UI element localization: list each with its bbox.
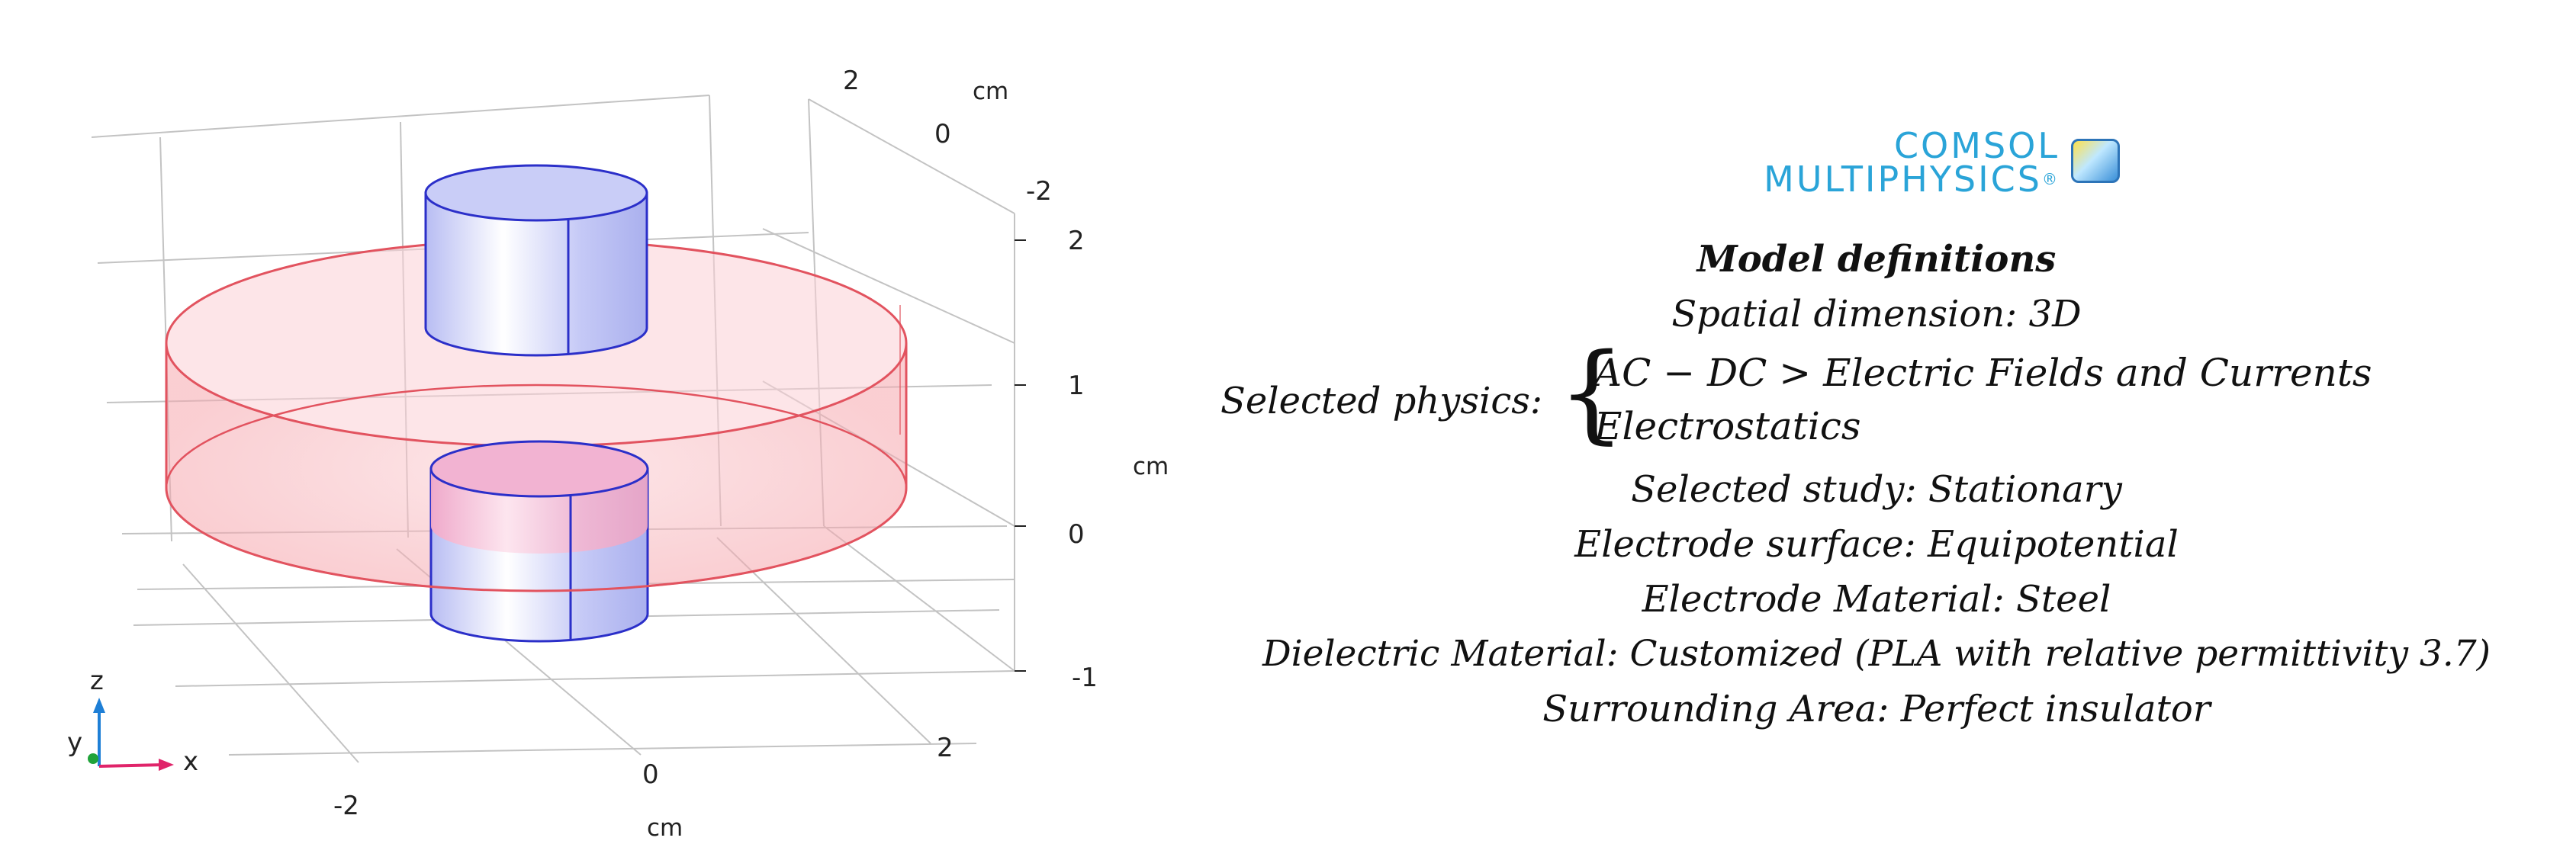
dielectric-front-edge (165, 487, 908, 592)
x-tick: -2 (333, 791, 359, 821)
y-tick: 0 (934, 119, 951, 149)
y-axis-labels: 2 0 -2 cm (843, 66, 1052, 207)
electrode-surface: Electrode surface: Equipotential (1574, 523, 2179, 566)
x-unit: cm (647, 814, 683, 842)
geometry-plot: 2 1 0 -1 cm 2 0 -2 cm -2 0 2 cm z y x (67, 66, 1169, 842)
x-tick: 0 (642, 759, 659, 790)
bottom-electrode (429, 440, 649, 643)
z-tick: 0 (1068, 519, 1085, 550)
z-axis-labels: 2 1 0 -1 cm (1015, 226, 1169, 693)
logo-line2: MULTIPHYSICS® (1648, 162, 2060, 197)
physics-label: Selected physics: (1220, 380, 1543, 422)
x-axis-labels: -2 0 2 cm (333, 733, 954, 842)
comsol-cube-icon (2071, 139, 2120, 183)
physics-item: Electrostatics (1594, 404, 1861, 448)
definitions-title: Model definitions (1696, 238, 2057, 281)
triad-y-label: y (67, 727, 82, 758)
logo-line2-text: MULTIPHYSICS (1764, 159, 2042, 200)
x-tick: 2 (937, 733, 954, 763)
logo-line1: COMSOL (1893, 125, 2060, 166)
spatial-dimension: Spatial dimension: 3D (1671, 293, 2082, 335)
triad-z-label: z (90, 666, 104, 696)
axis-triad: z y x (67, 666, 198, 777)
surrounding-area: Surrounding Area: Perfect insulator (1542, 688, 2211, 730)
brace-icon: { (1558, 331, 1626, 455)
z-unit: cm (1133, 453, 1169, 480)
physics-item: AC − DC > Electric Fields and Currents (1594, 351, 2372, 395)
y-unit: cm (973, 78, 1008, 105)
y-tick: -2 (1026, 176, 1052, 207)
z-tick: 1 (1068, 371, 1085, 401)
dielectric-material: Dielectric Material: Customized (PLA wit… (1262, 633, 2491, 675)
logo-reg: ® (2042, 170, 2060, 188)
z-tick: -1 (1072, 663, 1098, 693)
comsol-logo: COMSOL MULTIPHYSICS® (1648, 128, 2136, 204)
triad-x-label: x (183, 746, 198, 777)
selected-study: Selected study: Stationary (1631, 468, 2122, 511)
y-tick: 2 (843, 66, 860, 96)
electrode-material: Electrode Material: Steel (1642, 578, 2111, 621)
z-tick: 2 (1068, 226, 1085, 256)
top-electrode (424, 164, 648, 357)
